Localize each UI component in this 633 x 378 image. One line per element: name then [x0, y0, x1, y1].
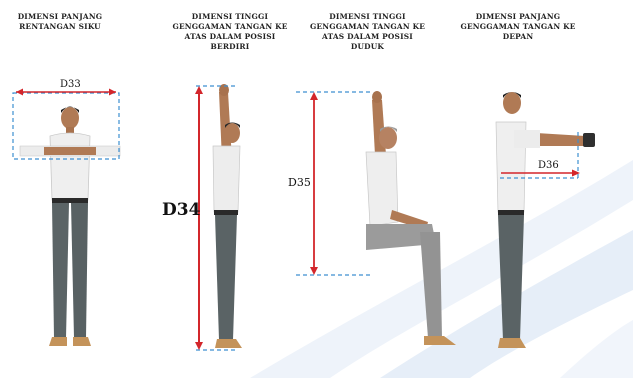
d36-arrow-right [572, 170, 580, 177]
label-d36: D36 [538, 160, 559, 171]
person-standing-arms-forward [496, 92, 595, 348]
